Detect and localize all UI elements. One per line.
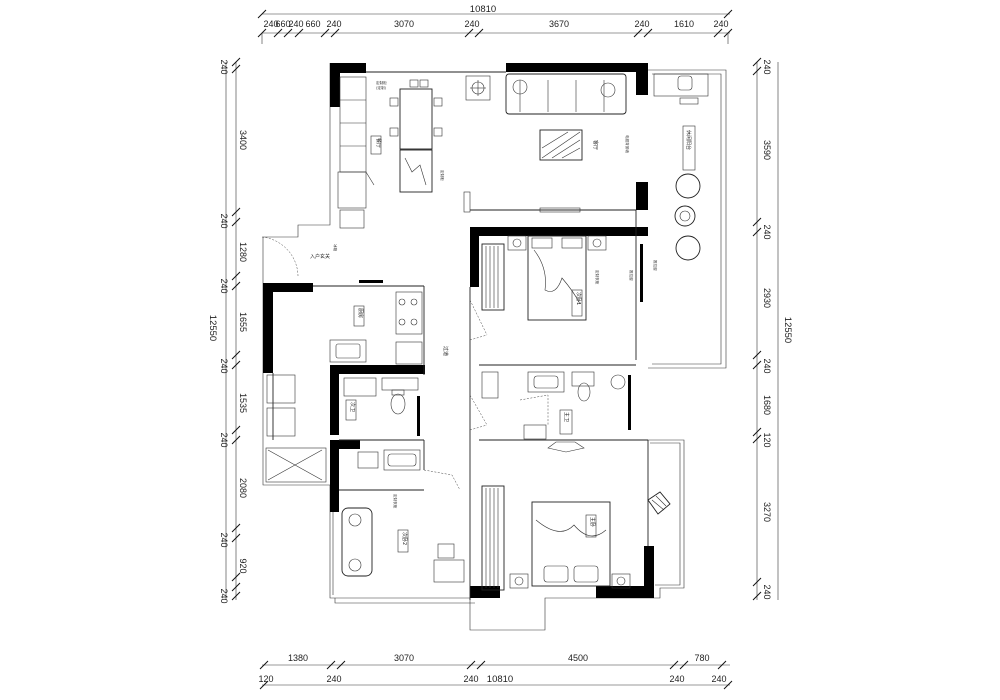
bottom-dimension: 120 xyxy=(258,674,273,684)
top-dimension: 240 xyxy=(713,19,728,29)
left-storage xyxy=(265,374,327,483)
fridge-note: 冰箱 xyxy=(333,244,338,252)
bottom-dimension: 240 xyxy=(711,674,726,684)
bottom-dimension: 1380 xyxy=(288,653,308,663)
dining-table xyxy=(399,88,433,150)
cabinet-note: 定制柜 xyxy=(376,80,387,85)
wardrobe-icon xyxy=(481,485,505,591)
top-dimension: 240 xyxy=(263,19,278,29)
bottom-dimension-chain: 1380 3070 4500 780 120 240 240 240 240 1… xyxy=(258,653,733,690)
left-dimension: 1535 xyxy=(238,393,248,413)
aisle-label: 过道 xyxy=(442,346,449,356)
doors xyxy=(261,236,549,491)
master-label: 主卧 xyxy=(589,517,596,527)
bottom-total-dimension: 10810 xyxy=(487,674,513,685)
left-dimension: 920 xyxy=(238,558,248,573)
bedroom2-label: 次卧2 xyxy=(401,532,408,545)
right-total-dimension: 12550 xyxy=(782,317,793,343)
bedroom-2: 次卧2 定制衣柜 xyxy=(341,494,465,583)
top-dimension: 240 xyxy=(288,19,303,29)
entrance-label: 入户玄关 xyxy=(310,253,330,260)
right-dimension: 1680 xyxy=(762,395,772,415)
bottom-dimension: 240 xyxy=(669,674,684,684)
right-dimension: 240 xyxy=(762,224,772,239)
bed-icon xyxy=(527,235,587,321)
right-dimension: 2930 xyxy=(762,288,772,308)
top-dimension: 240 xyxy=(634,19,649,29)
sofa-icon xyxy=(505,73,627,115)
left-dimension-chain: 240 3400 240 1280 240 1655 240 1535 240 … xyxy=(207,57,248,604)
bottom-dimension: 4500 xyxy=(568,653,588,663)
left-dimension: 240 xyxy=(219,59,229,74)
top-dimension: 3670 xyxy=(549,19,569,29)
window-note: 推拉窗 xyxy=(629,270,634,281)
dining-label: 餐厅 xyxy=(375,138,382,148)
right-dimension: 3590 xyxy=(762,140,772,160)
right-dimension: 240 xyxy=(762,59,772,74)
bath-1: 次卫 xyxy=(343,377,421,471)
bed-icon xyxy=(531,501,611,587)
right-dimension: 120 xyxy=(762,432,772,447)
bath-2: 主卫 xyxy=(481,371,626,453)
wall-posts xyxy=(263,63,654,598)
kitchen-label: 厨房 xyxy=(357,308,364,318)
left-dimension: 240 xyxy=(219,588,229,603)
right-dimension: 240 xyxy=(762,584,772,599)
bottom-dimension: 780 xyxy=(694,653,709,663)
wardrobe-icon xyxy=(481,243,505,311)
bedroom-1: 次卧1 定制衣柜 推拉窗 xyxy=(481,235,634,321)
kitchen: 厨房 过道 入户玄关 冰箱 xyxy=(310,244,449,365)
bath1-label: 次卫 xyxy=(349,402,356,412)
top-dimension: 240 xyxy=(326,19,341,29)
balcony-label: 休闲阳台 xyxy=(685,130,692,150)
top-dimension: 660 xyxy=(305,19,320,29)
living-room: 客厅 电视背景墙 xyxy=(463,73,630,213)
left-dimension: 3400 xyxy=(238,130,248,150)
left-dimension: 2080 xyxy=(238,478,248,498)
left-dimension: 240 xyxy=(219,358,229,373)
interior-walls xyxy=(272,71,649,600)
left-dimension: 1655 xyxy=(238,312,248,332)
island-counter xyxy=(399,149,433,193)
cabinet-note: 定制柜 xyxy=(440,170,445,181)
top-dimension-chain: 10810 240 660 240 660 240 3070 240 3670 … xyxy=(257,4,733,44)
coffee-table xyxy=(539,129,583,161)
right-dimension: 240 xyxy=(762,358,772,373)
right-dimension-chain: 240 3590 240 2930 240 1680 120 3270 240 … xyxy=(752,57,793,601)
top-dimension: 1610 xyxy=(674,19,694,29)
sofa-icon xyxy=(341,507,373,577)
balcony: 休闲阳台 推拉窗 xyxy=(653,73,709,271)
bottom-dimension: 240 xyxy=(326,674,341,684)
top-total-dimension: 10810 xyxy=(470,4,496,15)
master-bedroom: 主卧 xyxy=(481,485,671,591)
window-note: 推拉窗 xyxy=(653,260,658,271)
living-label: 客厅 xyxy=(592,140,599,150)
wardrobe-note: 定制衣柜 xyxy=(393,494,398,509)
bottom-dimension: 3070 xyxy=(394,653,414,663)
left-dimension: 1280 xyxy=(238,242,248,262)
wardrobe-note: 定制衣柜 xyxy=(595,270,600,285)
top-dimension: 660 xyxy=(275,19,290,29)
bath2-label: 主卫 xyxy=(563,412,570,422)
top-dimension: 3070 xyxy=(394,19,414,29)
left-dimension: 240 xyxy=(219,213,229,228)
right-dimension: 3270 xyxy=(762,502,772,522)
tv-wall-note: 电视背景墙 xyxy=(625,135,630,153)
left-total-dimension: 12550 xyxy=(207,315,218,341)
cabinet-note-sub: (定制) xyxy=(376,85,387,90)
dining-area: 定制柜 (定制) 餐厅 定制柜 xyxy=(337,76,445,229)
bedroom1-label: 次卧1 xyxy=(575,292,582,305)
left-dimension: 240 xyxy=(219,278,229,293)
left-dimension: 240 xyxy=(219,432,229,447)
bottom-dimension: 240 xyxy=(463,674,478,684)
left-dimension: 240 xyxy=(219,532,229,547)
outer-outline xyxy=(262,63,727,631)
top-dimension: 240 xyxy=(464,19,479,29)
